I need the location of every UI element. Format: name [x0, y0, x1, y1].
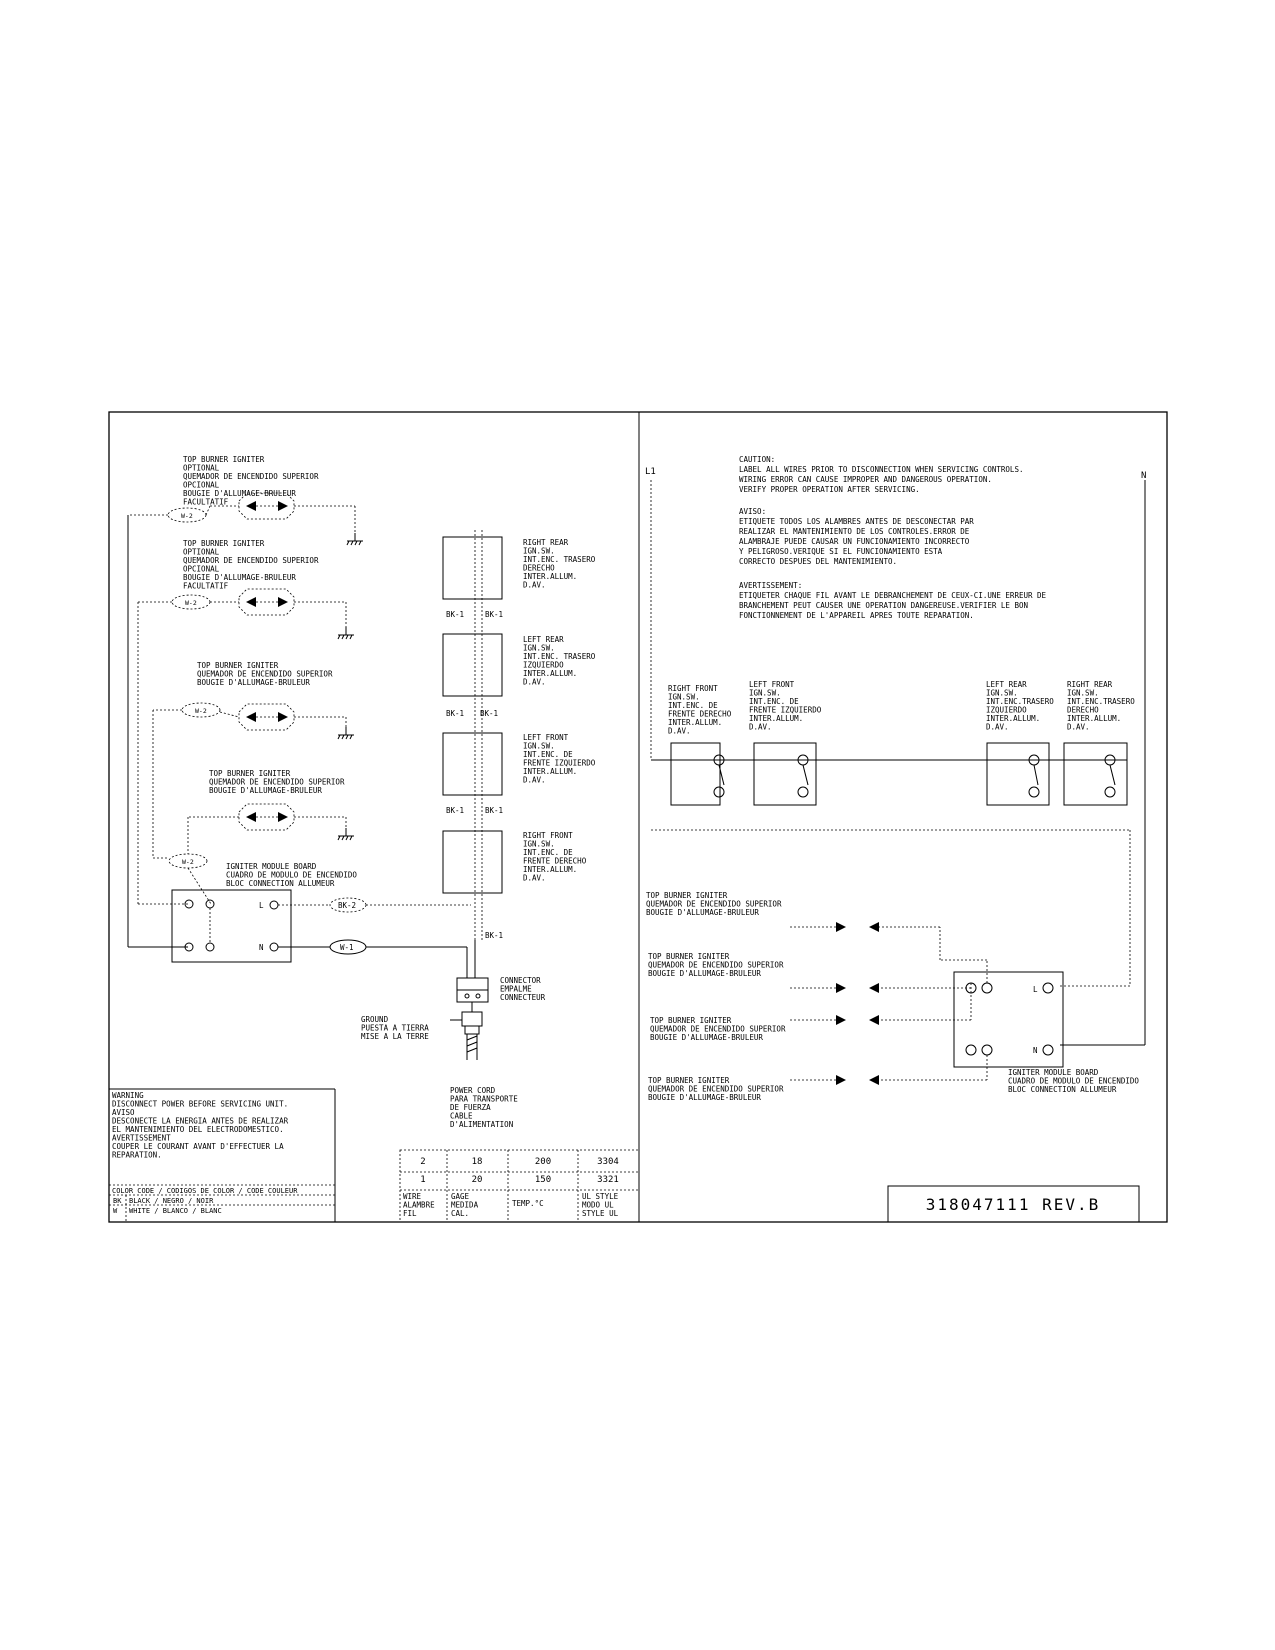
wire-table-cell: 2 [420, 1157, 425, 1167]
left-igniter-3 [153, 702, 355, 740]
caution-text: AVERTISSEMENT: [739, 581, 802, 590]
left-igniter-4 [168, 803, 355, 905]
wire-tag-bk2-label: BK-2 [338, 901, 356, 910]
color-code-header: COLOR CODE / CODIGOS DE COLOR / CODE COU… [112, 1187, 298, 1195]
bk1-tag: BK-1 [446, 610, 464, 619]
bk1-tag: BK-1 [480, 709, 498, 718]
caution-text: CAUTION: [739, 455, 775, 464]
wire-table-cell: 3304 [597, 1157, 619, 1167]
wire-table-cell: 3321 [597, 1175, 619, 1185]
caution-text: LABEL ALL WIRES PRIOR TO DISCONNECTION W… [739, 465, 1023, 474]
wire-table-header: TEMP.°C [512, 1199, 544, 1208]
caution-text: WIRING ERROR CAN CAUSE IMPROPER AND DANG… [739, 475, 992, 484]
switch-column: BK-1 BK-1 BK-1 BK-1 BK-1 BK-1 BK-1 [442, 530, 503, 948]
caution-text: VERIFY PROPER OPERATION AFTER SERVICING. [739, 485, 920, 494]
module-right-l: L [1033, 985, 1038, 994]
wire-tag-w2-label: W-2 [182, 858, 194, 866]
caution-text: ALAMBRAJE PUEDE CAUSAR UN FUNCIONAMIENTO… [739, 537, 970, 546]
caution-text: CORRECTO DESPUES DEL MANTENIMIENTO. [739, 557, 897, 566]
caution-text: REALIZAR EL MANTENIMIENTO DE LOS CONTROL… [739, 527, 970, 536]
part-number-box [887, 1185, 1140, 1223]
wire-table-cell: 200 [535, 1157, 551, 1167]
connector [450, 940, 489, 1060]
wire-table [399, 1149, 640, 1223]
caution-text: BRANCHEMENT PEUT CAUSER UNE OPERATION DA… [739, 601, 1028, 610]
wire-table-cell: 1 [420, 1175, 425, 1185]
line-l1-label: L1 [645, 467, 656, 477]
wire-tag-w2-label: W-2 [181, 512, 193, 520]
left-igniter-1 [128, 492, 364, 546]
caution-text: AVISO: [739, 507, 766, 516]
wire-tag-w2-label: W-2 [185, 599, 197, 607]
wire-table-cell: 20 [472, 1175, 483, 1185]
left-igniter-2 [138, 588, 355, 640]
part-number: 318047111 REV.B [926, 1195, 1101, 1214]
wire-tag-w2 [181, 702, 221, 718]
bk1-tag: BK-1 [485, 610, 503, 619]
warning-box [109, 1088, 336, 1222]
module-left-l: L [259, 901, 264, 910]
caution-text: Y PELIGROSO.VERIQUE SI EL FUNCIONAMIENTO… [739, 547, 943, 556]
left-module-board: L N [171, 889, 292, 963]
caution-text: FONCTIONNEMENT DE L'APPAREIL APRES TOUTE… [739, 611, 974, 620]
bk1-tag: BK-1 [446, 709, 464, 718]
switch-row [670, 742, 1128, 806]
module-left-n: N [259, 943, 264, 952]
wire-table-cell: 150 [535, 1175, 551, 1185]
color-code-abbr: W [113, 1207, 118, 1215]
caution-text: ETIQUETER CHAQUE FIL AVANT LE DEBRANCHEM… [739, 591, 1047, 600]
caution-text: ETIQUETE TODOS LOS ALAMBRES ANTES DE DES… [739, 517, 974, 526]
right-igniter-leads [790, 922, 988, 1085]
bk1-tag: BK-1 [485, 931, 503, 940]
color-code-desc: WHITE / BLANCO / BLANC [129, 1207, 222, 1215]
right-module-board: L N [953, 971, 1064, 1068]
color-code-abbr: BK [113, 1197, 122, 1205]
bk1-tag: BK-1 [485, 806, 503, 815]
color-code-desc: BLACK / NEGRO / NOIR [129, 1197, 214, 1205]
wire-table-cell: 18 [472, 1157, 483, 1167]
line-n-label: N [1141, 471, 1146, 481]
module-right-n: N [1033, 1046, 1038, 1055]
wire-tag-w2-label: W-2 [195, 707, 207, 715]
bk1-tag: BK-1 [446, 806, 464, 815]
wire-tag-w1-label: W-1 [340, 943, 354, 952]
